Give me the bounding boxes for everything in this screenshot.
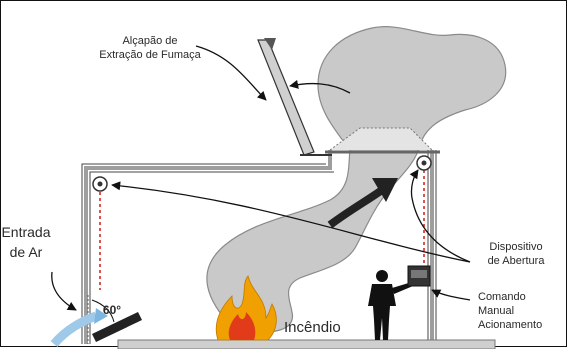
flame-icon	[215, 275, 277, 341]
air-inlet-label-line1: Entrada	[1, 224, 50, 240]
control-label-line2: Manual	[478, 305, 514, 317]
device-label-line1: Dispositivo	[489, 241, 542, 253]
fire-label: Incêndio	[284, 319, 341, 336]
angle-label: 60°	[103, 303, 121, 317]
control-box-icon	[407, 265, 431, 287]
roof-opening	[325, 127, 440, 154]
floor	[117, 339, 496, 349]
smoke-plume	[206, 26, 507, 333]
air-inlet-label-line2: de Ar	[10, 244, 43, 260]
hatch-label-line1: Alçapão de	[122, 35, 177, 47]
hatch-label-line2: Extração de Fumaça	[99, 49, 201, 61]
building-outline	[84, 150, 434, 344]
circle-sensor-icon	[92, 176, 108, 192]
smoke-flow-arrow	[327, 178, 398, 229]
circle-sensor-icon	[416, 155, 432, 171]
person-icon	[368, 270, 413, 340]
smoke-extraction-hatch	[257, 38, 332, 156]
control-label-line3: Acionamento	[478, 319, 542, 331]
control-label-line1: Comando	[478, 291, 526, 303]
annotation-arrows	[51, 45, 471, 311]
device-label-line2: de Abertura	[488, 255, 546, 267]
air-inlet-vent	[50, 295, 142, 348]
